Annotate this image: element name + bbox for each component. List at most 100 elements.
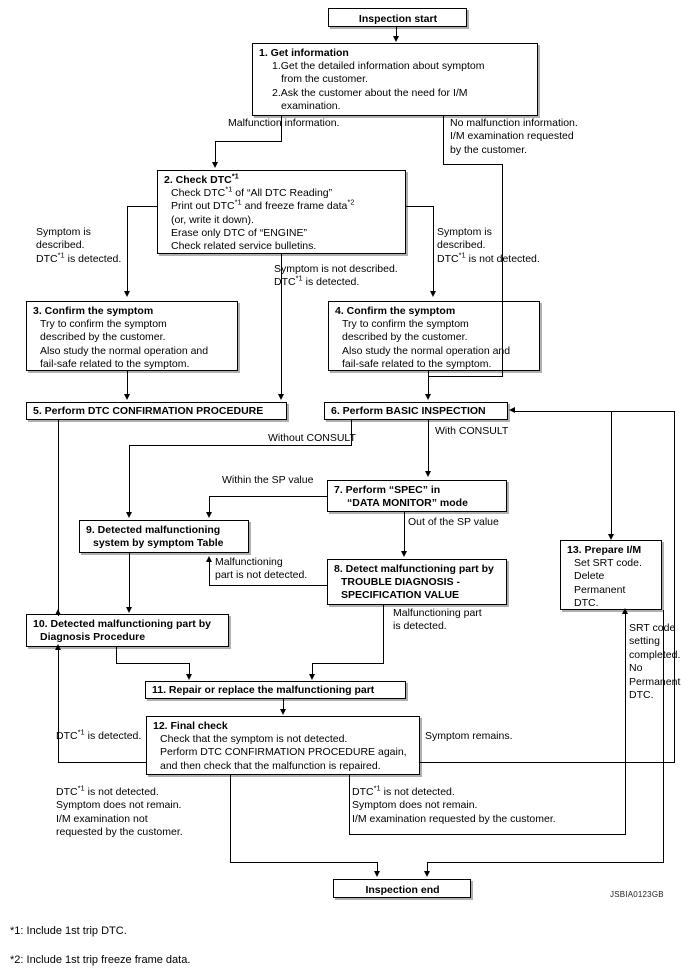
connector-13-to-end-down (663, 610, 664, 862)
connector-6-to-7 (428, 420, 429, 472)
arrowhead-3-to-5 (124, 394, 130, 400)
node-2-check-dtc: 2. Check DTC*1 Check DTC*1 of “All DTC R… (157, 170, 406, 254)
node-2-title: 2. Check DTC*1 (164, 171, 239, 186)
arrowhead-within-sp-to-9 (206, 512, 212, 518)
node-7-line-2: “DATA MONITOR” mode (347, 497, 468, 510)
arrowhead-start-to-1 (393, 36, 399, 42)
connector-no-malfunction-join (428, 376, 503, 377)
connector-10-to-11-horiz (116, 663, 190, 664)
node-7-perform-spec: 7. Perform “SPEC” in “DATA MONITOR” mode (327, 480, 507, 512)
connector-malf-not-detected-horiz (209, 585, 328, 586)
node-1-line-4: examination. (281, 99, 341, 112)
connector-malf-not-detected-up (209, 562, 210, 586)
node-inspection-start-label: Inspection start (358, 13, 438, 25)
node-6-title: 6. Perform BASIC INSPECTION (331, 405, 486, 417)
arrowhead-12-to-10 (55, 644, 61, 650)
arrowhead-13-to-end (424, 871, 430, 877)
connector-12-right-down (349, 775, 350, 834)
edge-label-out-of-sp-value: Out of the SP value (408, 516, 499, 528)
node-4-line-1: Try to confirm the symptom (342, 318, 469, 331)
node-inspection-end-label: Inspection end (365, 884, 440, 896)
node-2-title-superscript: *1 (231, 171, 239, 181)
connector-8-to-11-down (383, 605, 384, 663)
node-11-repair-or-replace: 11. Repair or replace the malfunctioning… (145, 681, 406, 699)
edge-label-dtc-detected: DTC*1 is detected. (56, 727, 142, 742)
node-13-line-1: Set SRT code. (574, 557, 642, 570)
node-2-line-4: Erase only DTC of “ENGINE” (171, 226, 307, 239)
edge-label-with-consult: With CONSULT (435, 425, 509, 437)
figure-code: JSBIA0123GB (610, 890, 664, 899)
connector-6-without-consult-down (351, 420, 352, 445)
node-5-perform-dtc-confirmation-procedure: 5. Perform DTC CONFIRMATION PROCEDURE (26, 402, 287, 420)
node-7-title: 7. Perform “SPEC” in (334, 484, 441, 496)
node-1-line-2: from the customer. (281, 73, 368, 86)
edge-label-without-consult: Without CONSULT (268, 432, 356, 444)
connector-3-to-5 (127, 371, 128, 395)
node-1-line-3: 2.Ask the customer about the need for I/… (272, 86, 468, 99)
node-4-line-2: described by the customer. (342, 331, 468, 344)
connector-symptom-remains-up (674, 411, 675, 763)
node-8-detect-malfunctioning-part: 8. Detect malfunctioning part by TROUBLE… (327, 559, 507, 605)
connector-1-left-down (215, 141, 216, 163)
node-1-line-1: 1.Get the detailed information about sym… (272, 60, 485, 73)
edge-label-srt-code-completed: SRT code setting completed. No Permanent… (629, 622, 681, 702)
connector-without-consult-to-9 (129, 445, 130, 513)
node-3-line-2: described by the customer. (40, 331, 166, 344)
connector-13-to-end-horiz (427, 862, 664, 863)
node-1-get-information: 1. Get information 1.Get the detailed in… (252, 43, 538, 116)
connector-1-right-down (443, 116, 444, 164)
node-13-line-4: DTC. (574, 596, 599, 609)
edge-label-symptom-remains: Symptom remains. (425, 730, 513, 742)
connector-1-left-stub (281, 116, 282, 141)
node-6-perform-basic-inspection: 6. Perform BASIC INSPECTION (324, 402, 508, 420)
node-8-line-2: TROUBLE DIAGNOSIS - (341, 576, 461, 589)
node-4-title: 4. Confirm the symptom (335, 305, 456, 317)
arrowhead-malf-not-detected-to-9 (206, 556, 212, 562)
node-2-line-1: Check DTC*1 of “All DTC Reading” (171, 184, 333, 200)
edge-label-malfunction-information: Malfunction information. (228, 117, 340, 129)
connector-symptom-remains-horiz (420, 762, 675, 763)
arrowhead-10-to-11 (186, 674, 192, 680)
connector-9-to-10 (129, 553, 130, 608)
node-3-line-4: fail-safe related to the symptom. (40, 357, 190, 370)
connector-6-to-13-down (611, 411, 612, 536)
connector-12-to-10-up (58, 650, 59, 762)
node-10-line-2: Diagnosis Procedure (40, 631, 146, 644)
connector-12-to-13-up (625, 614, 626, 835)
node-1-title: 1. Get information (259, 47, 349, 59)
edge-label-malfunctioning-part-detected: Malfunctioning part is detected. (393, 607, 482, 633)
node-13-prepare-im: 13. Prepare I/M Set SRT code. Delete Per… (560, 540, 662, 610)
arrowhead-6-to-13 (608, 534, 614, 540)
node-2-line-3: (or, write it down). (171, 213, 254, 226)
connector-2-bottom-down (281, 254, 282, 396)
node-2-line-5: Check related service bulletins. (171, 240, 317, 253)
arrowhead-without-consult-to-9 (126, 512, 132, 518)
node-12-line-2: Perform DTC CONFIRMATION PROCEDURE again… (160, 746, 407, 759)
node-4-line-4: fail-safe related to the symptom. (342, 357, 492, 370)
node-8-line-3: SPECIFICATION VALUE (341, 589, 460, 602)
node-12-final-check: 12. Final check Check that the symptom i… (146, 716, 420, 775)
arrowhead-8-to-11 (309, 674, 315, 680)
footnote-1: *1: Include 1st trip DTC. (10, 925, 127, 937)
node-13-title: 13. Prepare I/M (567, 544, 642, 556)
node-3-title: 3. Confirm the symptom (33, 305, 154, 317)
node-13-line-3: Permanent (574, 583, 626, 596)
node-12-line-3: and then check that the malfunction is r… (160, 759, 381, 772)
edge-label-malfunctioning-part-not-detected: Malfunctioning part is not detected. (215, 556, 308, 582)
node-10-title: 10. Detected malfunctioning part by (33, 618, 211, 630)
node-4-confirm-the-symptom: 4. Confirm the symptom Try to confirm th… (328, 301, 540, 371)
edge-label-symptom-described-dtc-detected: Symptom is described. DTC*1 is detected. (36, 226, 122, 265)
arrowhead-11-to-12 (280, 709, 286, 715)
node-3-line-3: Also study the normal operation and (40, 344, 209, 357)
node-12-line-1: Check that the symptom is not detected. (160, 733, 348, 746)
connector-within-sp-down (209, 496, 210, 513)
connector-2-right-out (406, 206, 434, 207)
connector-8-to-11-stub (312, 663, 313, 675)
node-inspection-start: Inspection start (328, 8, 467, 27)
connector-13-to-end-stub (427, 862, 428, 872)
connector-symptom-remains-to-6 (515, 411, 675, 412)
footnote-2: *2: Include 1st trip freeze frame data. (10, 954, 191, 966)
connector-10-to-11-stub (189, 663, 190, 675)
arrowhead-1-to-2 (212, 162, 218, 168)
